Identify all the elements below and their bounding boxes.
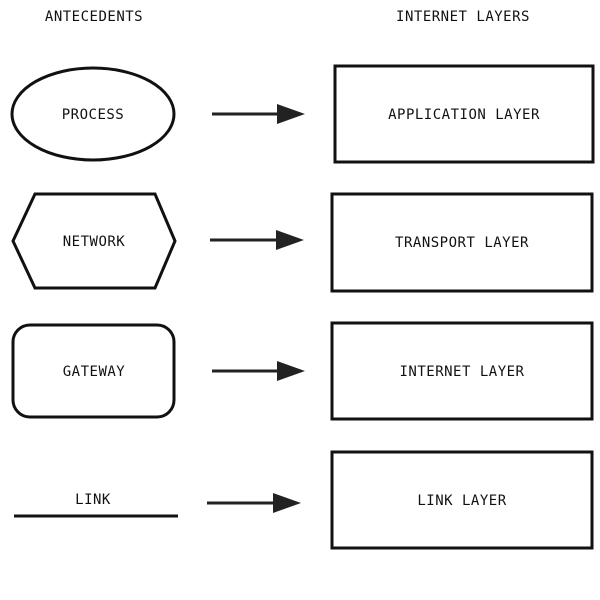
row-process: PROCESS APPLICATION LAYER xyxy=(10,64,595,164)
application-layer-box xyxy=(333,64,595,164)
arrow-process-to-application xyxy=(212,104,305,124)
gateway-label: GATEWAY xyxy=(63,364,126,380)
arrow-gateway-to-internet xyxy=(212,361,305,381)
link-layer-label: LINK LAYER xyxy=(417,493,506,509)
row-network: NETWORK TRANSPORT LAYER xyxy=(11,192,594,293)
network-hexagon xyxy=(11,192,177,290)
network-label: NETWORK xyxy=(63,234,126,250)
arrow-link-to-link-layer xyxy=(207,493,301,513)
row-link: LINK LINK LAYER xyxy=(14,450,594,550)
link-layer-box xyxy=(330,450,594,550)
gateway-rounded-rect xyxy=(11,323,176,419)
process-ellipse xyxy=(10,66,176,162)
transport-layer-box xyxy=(330,192,594,293)
transport-layer-label: TRANSPORT LAYER xyxy=(395,235,529,251)
header-internet-layers: INTERNET LAYERS xyxy=(396,9,530,25)
row-gateway: GATEWAY INTERNET LAYER xyxy=(11,321,594,421)
application-layer-label: APPLICATION LAYER xyxy=(388,107,540,123)
process-label: PROCESS xyxy=(62,107,125,123)
arrow-network-to-transport xyxy=(210,230,304,250)
link-label: LINK xyxy=(75,492,111,508)
internet-layer-label: INTERNET LAYER xyxy=(399,364,524,380)
header-antecedents: ANTECEDENTS xyxy=(45,9,143,25)
internet-layer-box xyxy=(330,321,594,421)
